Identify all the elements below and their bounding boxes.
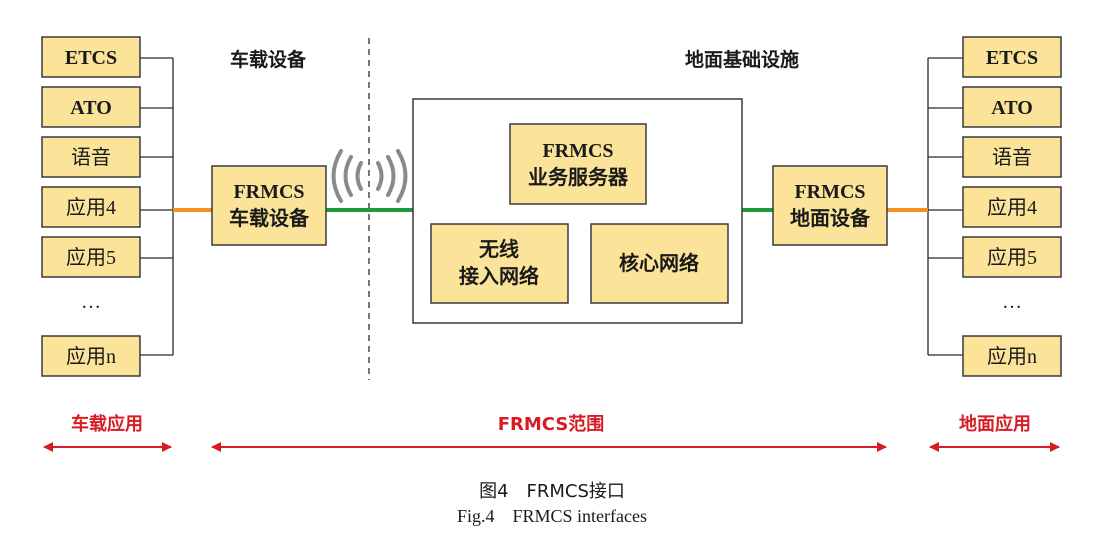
svg-text:应用5: 应用5 [66, 246, 116, 269]
frmcs-ground-device: FRMCS 地面设备 [772, 165, 888, 246]
right-app-ato: ATO [962, 86, 1062, 128]
svg-text:地面设备: 地面设备 [790, 206, 871, 230]
svg-text:应用4: 应用4 [66, 196, 116, 219]
frmcs-range-label: FRMCS范围 [498, 413, 605, 435]
svg-text:业务服务器: 业务服务器 [528, 165, 629, 189]
core-network: 核心网络 [590, 223, 729, 304]
left-app-ellipsis: … [81, 291, 101, 313]
svg-text:FRMCS: FRMCS [542, 140, 613, 162]
svg-text:接入网络: 接入网络 [459, 264, 539, 288]
svg-text:应用n: 应用n [987, 345, 1037, 368]
right-app-5: 应用5 [962, 236, 1062, 278]
svg-text:车载设备: 车载设备 [229, 206, 310, 230]
right-app-etcs: ETCS [962, 36, 1062, 78]
left-app-5: 应用5 [41, 236, 141, 278]
frmcs-onboard-device: FRMCS 车载设备 [211, 165, 327, 246]
right-app-n: 应用n [962, 335, 1062, 377]
svg-text:ETCS: ETCS [986, 47, 1038, 69]
ground-header: 地面基础设施 [685, 48, 799, 71]
left-app-bus [140, 57, 174, 356]
ground-apps-range-label: 地面应用 [959, 413, 1031, 435]
onboard-apps-range-label: 车载应用 [71, 413, 143, 435]
svg-text:语音: 语音 [71, 146, 111, 169]
caption-en: Fig.4 FRMCS interfaces [457, 506, 647, 526]
left-app-etcs: ETCS [41, 36, 141, 78]
left-app-n: 应用n [41, 335, 141, 377]
svg-text:应用n: 应用n [66, 345, 116, 368]
left-app-4: 应用4 [41, 186, 141, 228]
svg-text:核心网络: 核心网络 [619, 251, 699, 275]
svg-text:应用5: 应用5 [987, 246, 1037, 269]
onboard-header: 车载设备 [230, 48, 307, 71]
svg-text:应用4: 应用4 [987, 196, 1037, 219]
svg-text:ATO: ATO [70, 97, 112, 119]
radio-access-network: 无线 接入网络 [430, 223, 569, 304]
right-app-4: 应用4 [962, 186, 1062, 228]
right-app-voice: 语音 [962, 136, 1062, 178]
right-app-bus [927, 57, 963, 356]
svg-text:FRMCS: FRMCS [794, 181, 865, 203]
svg-text:语音: 语音 [992, 146, 1032, 169]
svg-text:ETCS: ETCS [65, 47, 117, 69]
wireless-signal-icon [331, 149, 408, 203]
frmcs-service-server: FRMCS 业务服务器 [509, 123, 647, 205]
svg-text:FRMCS: FRMCS [233, 181, 304, 203]
left-app-ato: ATO [41, 86, 141, 128]
svg-text:ATO: ATO [991, 97, 1033, 119]
svg-text:无线: 无线 [479, 237, 519, 261]
caption-zh: 图4 FRMCS接口 [479, 481, 625, 502]
left-app-voice: 语音 [41, 136, 141, 178]
right-app-ellipsis: … [1002, 291, 1022, 313]
